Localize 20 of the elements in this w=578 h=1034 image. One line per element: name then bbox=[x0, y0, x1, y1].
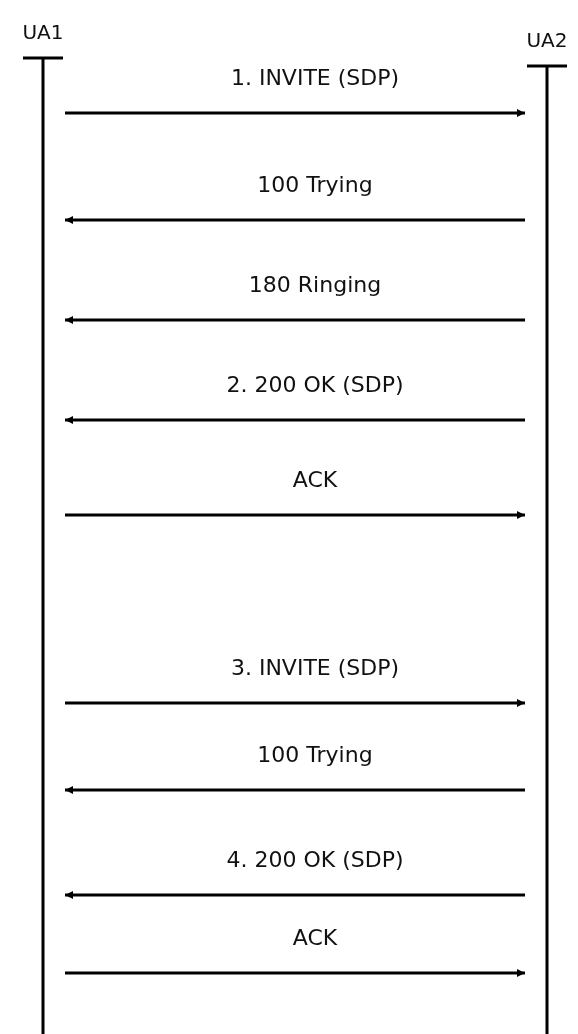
message-label: 100 Trying bbox=[257, 172, 373, 197]
message-arrow bbox=[65, 969, 525, 977]
message-label: ACK bbox=[292, 925, 338, 950]
message-label: ACK bbox=[292, 467, 338, 492]
message-arrow bbox=[65, 216, 525, 224]
participant-label: UA1 bbox=[21, 20, 65, 44]
message-arrow bbox=[65, 416, 525, 424]
participant-label: UA2 bbox=[525, 28, 569, 52]
message-label: 2. 200 OK (SDP) bbox=[226, 372, 404, 397]
message-arrow bbox=[65, 316, 525, 324]
message-arrow bbox=[65, 786, 525, 794]
message-arrow bbox=[65, 891, 525, 899]
message-arrow bbox=[65, 699, 525, 707]
message-label: 180 Ringing bbox=[248, 272, 382, 297]
message-label: 4. 200 OK (SDP) bbox=[226, 847, 404, 872]
message-label: 100 Trying bbox=[257, 742, 373, 767]
message-arrow bbox=[65, 511, 525, 519]
message-arrow bbox=[65, 109, 525, 117]
message-label: 1. INVITE (SDP) bbox=[230, 65, 400, 90]
message-label: 3. INVITE (SDP) bbox=[230, 655, 400, 680]
